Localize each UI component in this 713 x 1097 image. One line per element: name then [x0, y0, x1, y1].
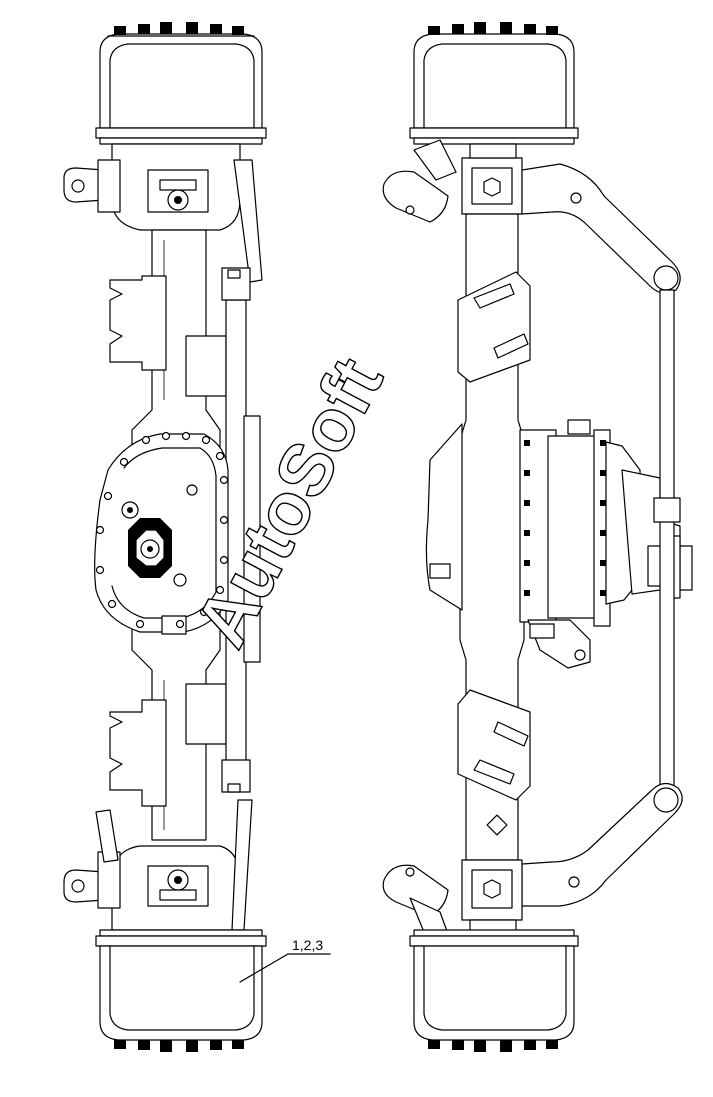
bottom-kingpin-right: [461, 814, 523, 933]
spring-seats-left: [109, 275, 227, 807]
differential-right: [425, 419, 693, 669]
axle-top-view: [382, 22, 693, 1052]
tie-rod-right: [653, 289, 681, 791]
bottom-brake-drum-left: [95, 929, 267, 1052]
spring-pads-right: [457, 271, 531, 801]
tie-rod-left: [221, 267, 261, 793]
callout-label: 1,2,3: [292, 937, 323, 953]
axle-front-view: [63, 22, 267, 1052]
top-steering-arm: [521, 163, 681, 294]
top-kingpin-right: [461, 143, 523, 215]
top-brake-chamber: [382, 139, 457, 223]
top-brake-drum-left: [95, 22, 267, 145]
differential-housing-left: [94, 431, 229, 635]
bottom-brake-drum-right: [409, 929, 579, 1052]
bottom-brake-chamber: [382, 864, 449, 935]
bottom-steering-arm: [521, 782, 683, 907]
top-knuckle-left: [63, 143, 263, 283]
top-brake-drum-right: [409, 22, 579, 145]
bottom-knuckle-left: [63, 799, 253, 931]
part-callout: 1,2,3: [239, 937, 331, 983]
